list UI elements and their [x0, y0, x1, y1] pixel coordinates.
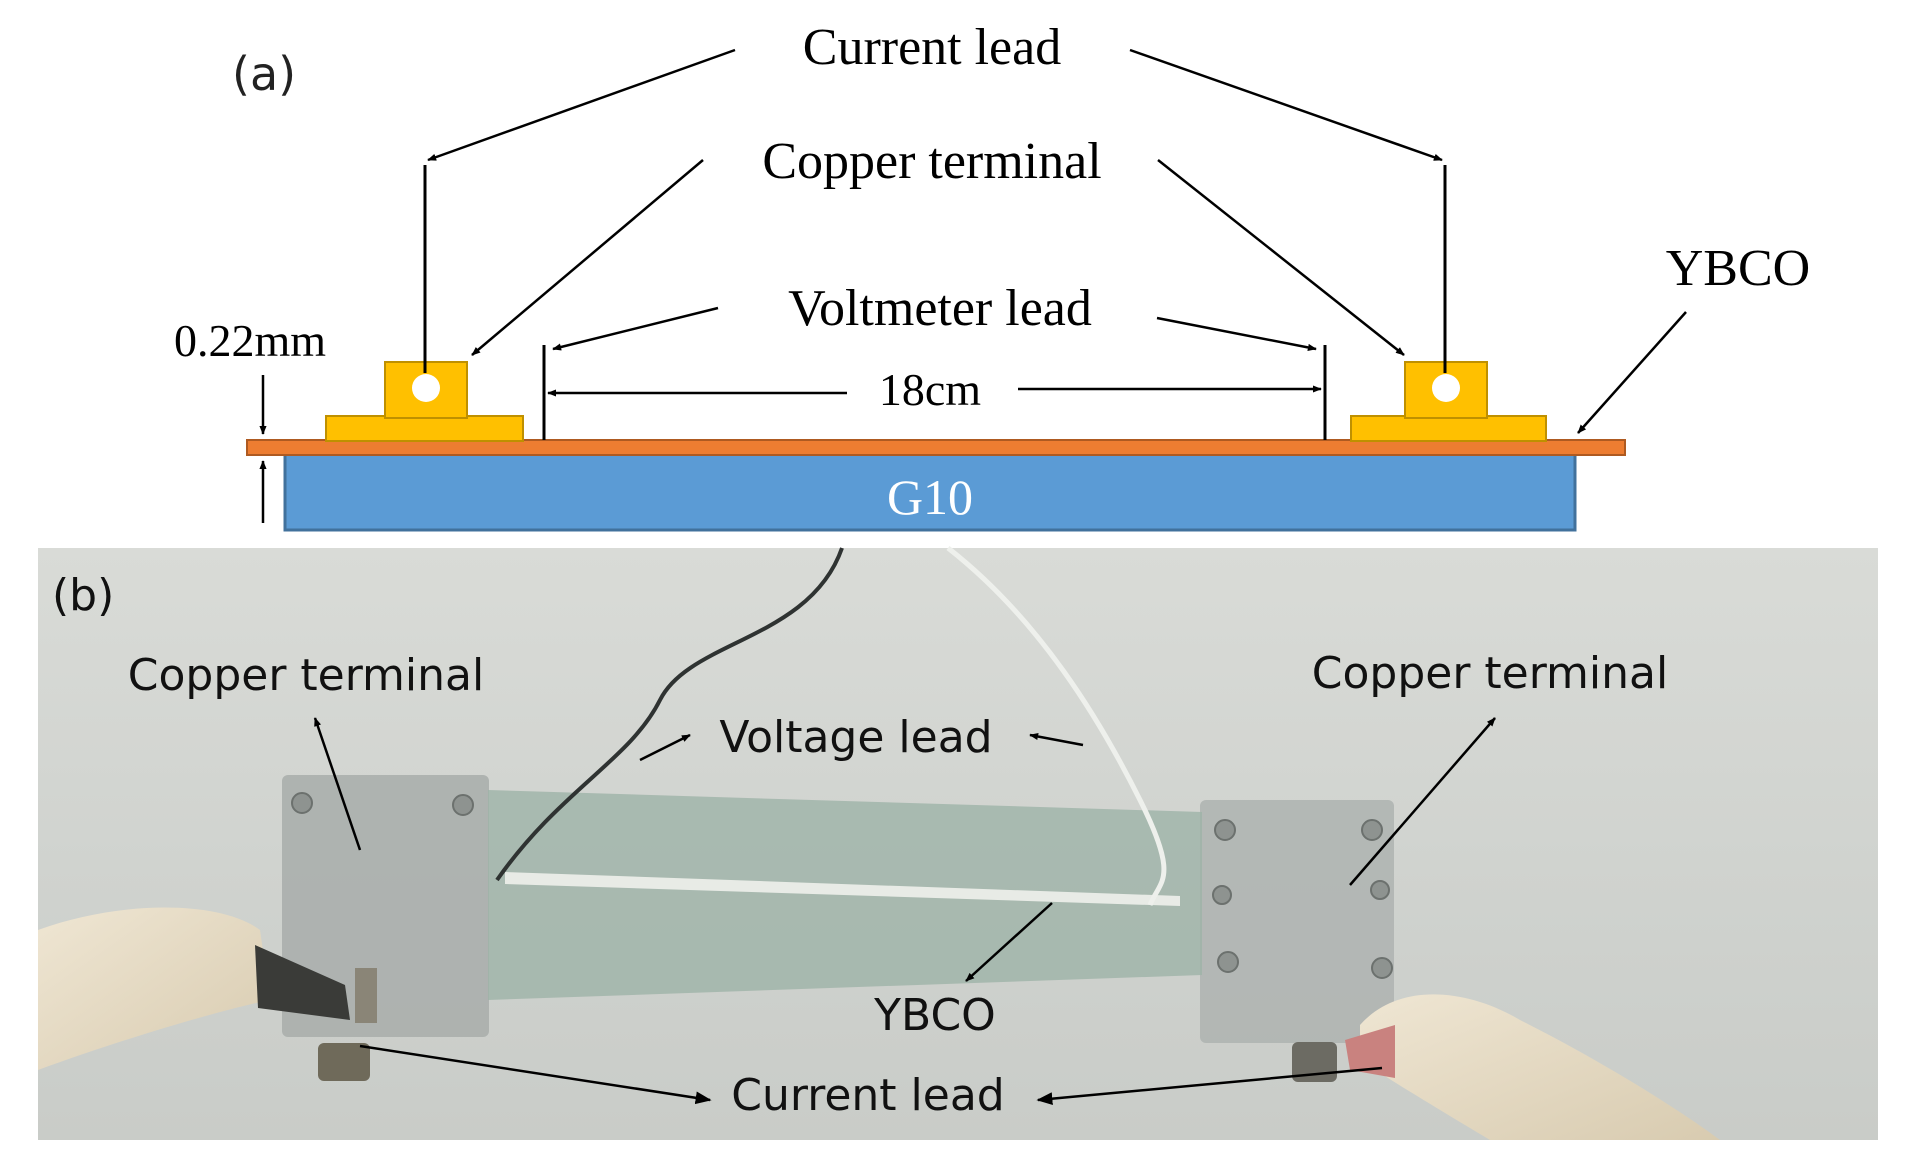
current-lead-label-b: Current lead — [731, 1070, 1004, 1121]
photo-plate-right — [1200, 800, 1394, 1043]
voltmeter-lead-arrow-left — [552, 306, 719, 351]
ybco-label-b: YBCO — [873, 990, 996, 1041]
panel-a-label: (a) — [232, 47, 296, 101]
photo-plate-left — [282, 775, 489, 1037]
voltage-lead-label: Voltage lead — [719, 712, 992, 763]
panel-a: (a) G10 Current lead Copper terminal Vol… — [174, 19, 1810, 532]
panel-b: (b) Copper terminal Copper terminal Volt… — [52, 570, 1668, 1121]
ybco-strip — [246, 439, 1626, 456]
photo-bolt-stud-left — [355, 968, 377, 1023]
ybco-label-a: YBCO — [1666, 240, 1810, 297]
voltmeter-lead-arrow-right — [1156, 316, 1317, 351]
thickness-label: 0.22mm — [174, 315, 326, 366]
copper-terminal-right-label: Copper terminal — [1312, 648, 1668, 699]
current-lead-arrow-right-b — [1036, 1066, 1383, 1106]
photo-bolt-bottom-left — [318, 1043, 370, 1081]
ybco-arrow-b — [965, 902, 1053, 982]
voltmeter-lead-label: Voltmeter lead — [788, 280, 1092, 337]
photo-ybco-tape — [505, 872, 1180, 906]
photo-white-voltage-wire — [946, 546, 1167, 906]
ybco-arrow-a — [1577, 311, 1687, 434]
copper-terminal-left-arrow — [313, 717, 362, 851]
photo-black-voltage-wire — [495, 547, 844, 882]
current-lead-label: Current lead — [803, 19, 1061, 76]
photo-lug-left — [255, 945, 350, 1020]
panel-b-label: (b) — [52, 570, 114, 621]
current-lead-arrow-left — [427, 48, 736, 162]
panel-b-photo — [38, 546, 1878, 1140]
g10-base — [283, 448, 1577, 532]
length-label: 18cm — [879, 364, 981, 415]
copper-terminal-right — [1350, 361, 1547, 442]
current-lead-arrow-right — [1129, 48, 1443, 162]
copper-terminal-right-arrow — [1349, 717, 1496, 886]
photo-cable-left — [38, 907, 270, 1070]
copper-terminal-left-label: Copper terminal — [128, 650, 484, 701]
copper-terminal-label: Copper terminal — [762, 133, 1101, 190]
voltage-lead-arrow-right — [1029, 732, 1084, 747]
copper-terminal-arrow-left — [471, 159, 704, 356]
copper-terminal-arrow-right — [1157, 159, 1405, 356]
g10-label: G10 — [887, 469, 973, 525]
photo-cable-right — [1360, 994, 1720, 1140]
current-lead-arrow-left-b — [359, 1044, 712, 1105]
photo-bolts — [291, 792, 1393, 979]
voltage-lead-arrow-left — [639, 733, 691, 762]
photo-lug-right — [1345, 1025, 1395, 1078]
copper-terminal-left — [325, 361, 524, 442]
